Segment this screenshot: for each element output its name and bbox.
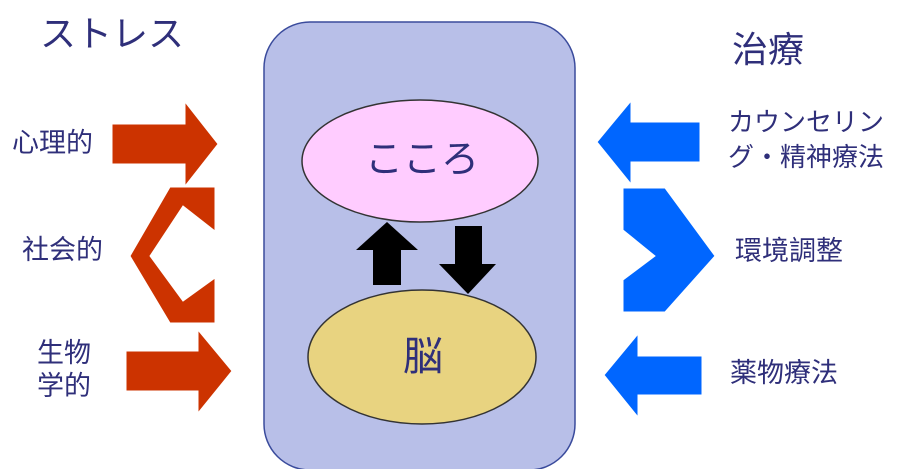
psychological-stress-arrow <box>111 100 219 188</box>
counseling-arrow <box>596 99 701 186</box>
mind-ellipse <box>301 99 539 223</box>
treatment-medication: 薬物療法 <box>730 358 838 389</box>
brain-ellipse <box>307 289 537 425</box>
treatment-counseling-line2: グ・精神療法 <box>728 143 885 173</box>
stress-factor-social: 社会的 <box>22 235 103 266</box>
stress-factor-biological-line2: 学的 <box>37 371 91 402</box>
social-stress-arrow <box>129 186 216 324</box>
stress-factor-psychological: 心理的 <box>12 128 93 159</box>
treatment-environment: 環境調整 <box>735 236 843 267</box>
treatment-heading: 治療 <box>732 30 805 71</box>
brain-label: 脳 <box>403 334 443 380</box>
biological-stress-arrow <box>125 328 233 415</box>
mind-label: こころ <box>365 137 480 181</box>
environment-arrow <box>622 187 716 313</box>
up-arrow <box>356 222 418 285</box>
medication-arrow <box>603 332 703 419</box>
stress-factor-biological-line1: 生物 <box>37 338 91 369</box>
treatment-counseling-line1: カウンセリン <box>728 108 885 138</box>
stress-heading: ストレス <box>40 14 185 55</box>
down-arrow <box>439 226 496 294</box>
